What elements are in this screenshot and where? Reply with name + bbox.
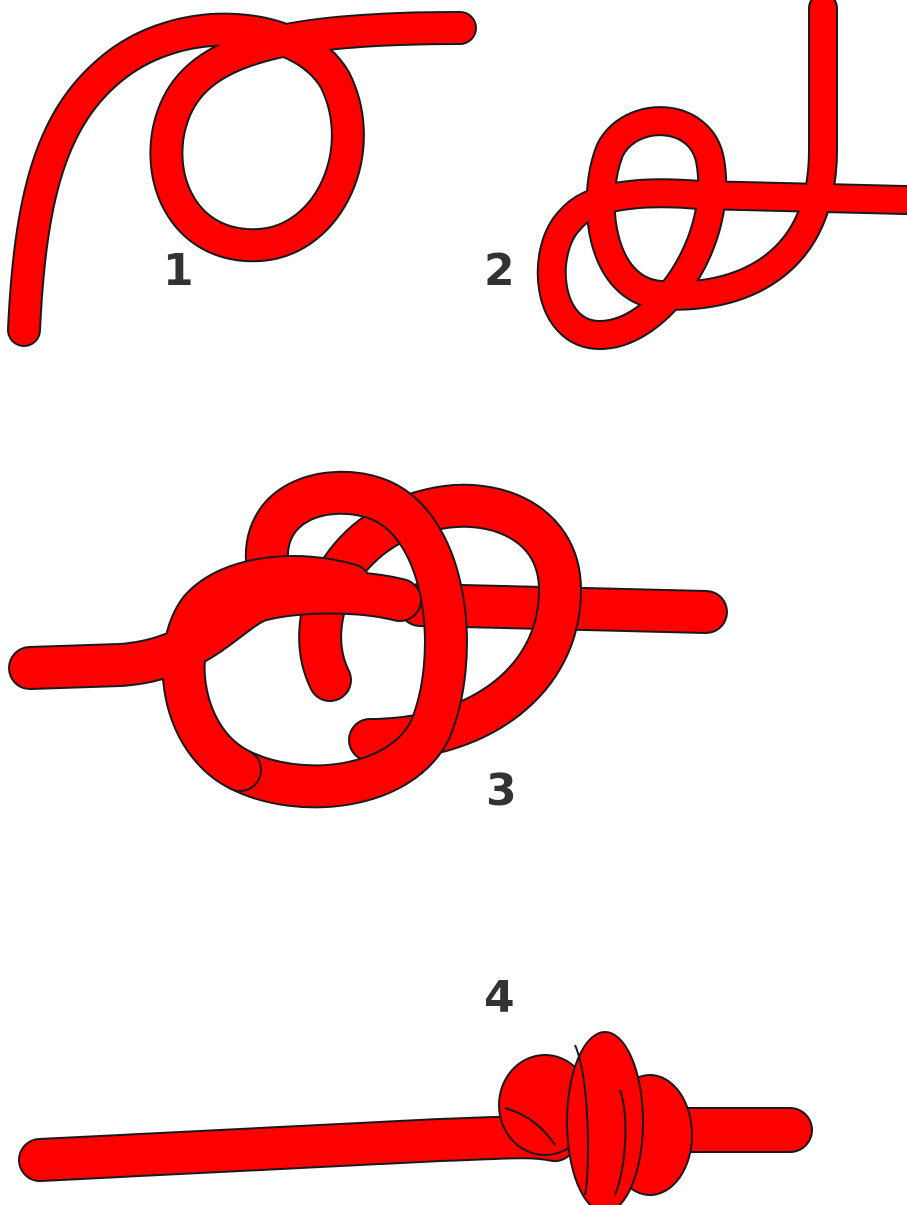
step-1-rope xyxy=(24,28,460,330)
step-3-rope xyxy=(30,493,706,787)
step-2-label: 2 xyxy=(484,245,515,296)
step-3-label: 3 xyxy=(486,765,517,816)
step-4-label: 4 xyxy=(484,972,515,1023)
step-2-rope xyxy=(552,8,905,335)
step-4-rope xyxy=(40,1032,790,1205)
step-1-label: 1 xyxy=(163,245,194,296)
